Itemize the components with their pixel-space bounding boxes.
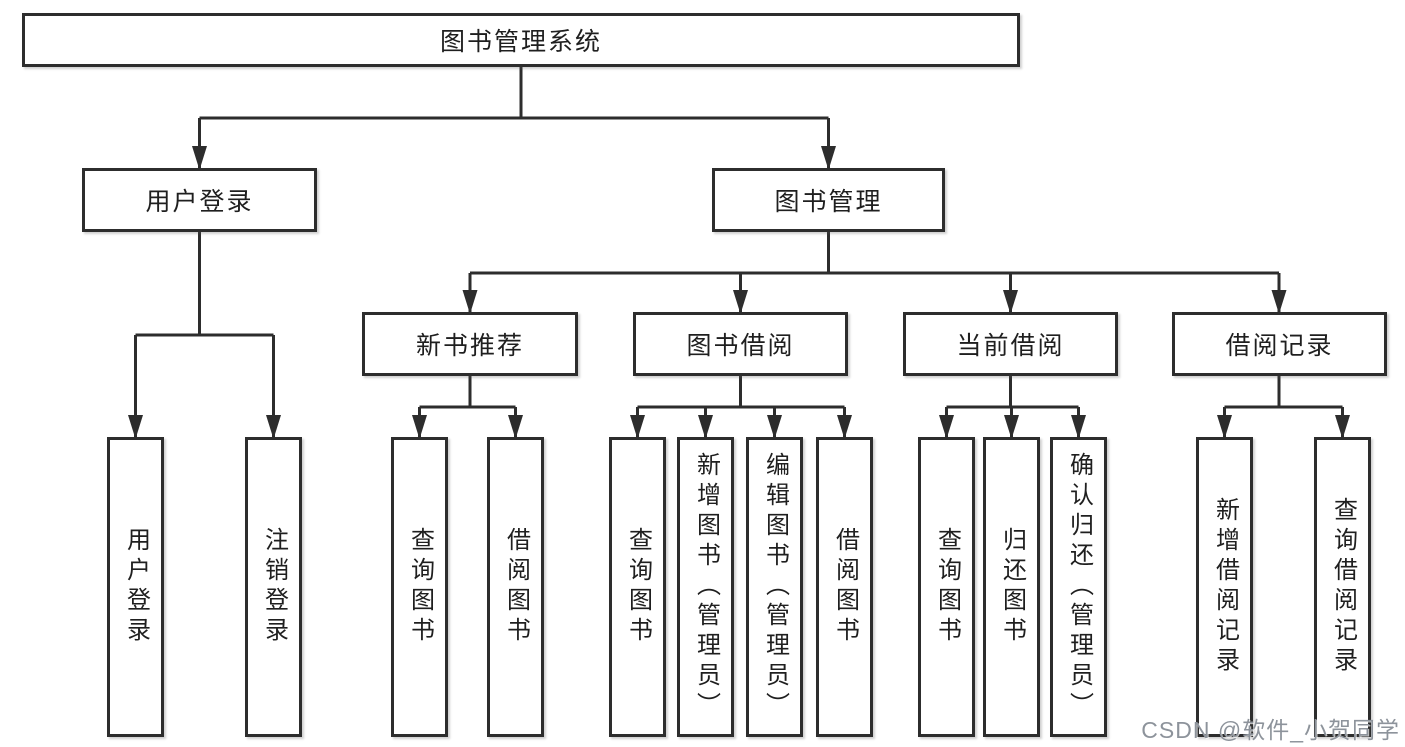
leaf-query-books-current: 查询图书	[918, 437, 975, 737]
csdn-watermark: CSDN @软件_小贺同学	[1141, 717, 1400, 743]
node-library-management-system-label: 图书管理系统	[439, 28, 602, 56]
leaf-edit-book-admin: 编辑图书（管理员）	[746, 437, 803, 737]
leaf-query-books-current-label: 查询图书	[933, 527, 961, 647]
leaf-add-book-admin-label: 新增图书（管理员）	[692, 452, 720, 722]
leaf-query-books-recommend: 查询图书	[391, 437, 448, 737]
leaf-query-books-borrow: 查询图书	[609, 437, 666, 737]
leaf-confirm-return-admin: 确认归还（管理员）	[1050, 437, 1107, 737]
leaf-logout-login-label: 注销登录	[260, 527, 288, 647]
leaf-edit-book-admin-label: 编辑图书（管理员）	[761, 452, 789, 722]
leaf-logout-login: 注销登录	[245, 437, 302, 737]
node-borrow-records: 借阅记录	[1172, 312, 1387, 376]
leaf-confirm-return-admin-label: 确认归还（管理员）	[1065, 452, 1093, 722]
node-book-management: 图书管理	[712, 168, 945, 232]
leaf-user-login-label: 用户登录	[122, 527, 150, 647]
node-library-management-system: 图书管理系统	[22, 13, 1020, 67]
leaf-borrow-books-borrow-label: 借阅图书	[831, 527, 859, 647]
node-current-borrow: 当前借阅	[903, 312, 1118, 376]
node-user-login-label: 用户登录	[145, 188, 254, 216]
node-current-borrow-label: 当前借阅	[956, 332, 1065, 360]
leaf-borrow-books-borrow: 借阅图书	[816, 437, 873, 737]
leaf-return-books: 归还图书	[983, 437, 1040, 737]
leaf-query-borrow-record-label: 查询借阅记录	[1329, 497, 1357, 677]
leaf-query-books-borrow-label: 查询图书	[624, 527, 652, 647]
leaf-add-book-admin: 新增图书（管理员）	[677, 437, 734, 737]
leaf-borrow-books-recommend: 借阅图书	[487, 437, 544, 737]
node-book-management-label: 图书管理	[774, 188, 883, 216]
node-borrow-records-label: 借阅记录	[1225, 332, 1334, 360]
leaf-borrow-books-recommend-label: 借阅图书	[502, 527, 530, 647]
leaf-return-books-label: 归还图书	[998, 527, 1026, 647]
node-new-book-recommend: 新书推荐	[362, 312, 578, 376]
node-book-borrow: 图书借阅	[633, 312, 848, 376]
leaf-add-borrow-record-label: 新增借阅记录	[1211, 497, 1239, 677]
leaf-user-login: 用户登录	[107, 437, 164, 737]
leaf-query-borrow-record: 查询借阅记录	[1314, 437, 1371, 737]
node-book-borrow-label: 图书借阅	[686, 332, 795, 360]
node-user-login: 用户登录	[82, 168, 317, 232]
leaf-query-books-recommend-label: 查询图书	[406, 527, 434, 647]
connector-segments	[135, 67, 1343, 409]
leaf-add-borrow-record: 新增借阅记录	[1196, 437, 1253, 737]
node-new-book-recommend-label: 新书推荐	[415, 332, 524, 360]
